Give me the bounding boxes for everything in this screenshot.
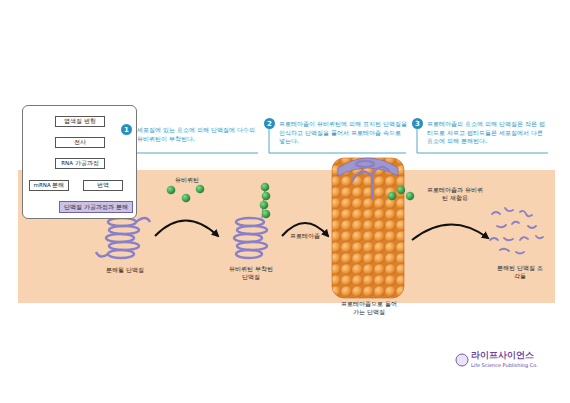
logo-mark [456, 354, 468, 366]
peptide-fragments [490, 208, 543, 254]
process-arrow [155, 221, 218, 237]
process-box: RNA 가공과정 [55, 158, 105, 169]
node-text: mRNA 분해 [34, 182, 65, 188]
part-label: 라이프사이언스 [471, 350, 551, 361]
part-label: 분해된 단백질 조각들 [496, 264, 544, 279]
protein-coil [234, 218, 267, 258]
callout-number: 3 [412, 118, 423, 129]
callout-text: 프로테아좀의 효소에 의해 단백질은 작은 펩티드로 자르고 펩티드들은 세포질… [427, 120, 549, 146]
protein-entering [352, 161, 390, 200]
process-box: 전사 [55, 137, 105, 148]
callout-number: 2 [264, 118, 275, 129]
frame-box: 염색질 변형전사 RNA 가공과정 mRNA 분해 번역단백질 가공과정과 분해 [22, 105, 137, 219]
ubiquitin-free [167, 185, 205, 203]
part-label: 분해될 단백질 [95, 266, 155, 274]
process-box: mRNA 분해 [29, 180, 69, 191]
part-label: 유비퀴틴 [162, 176, 212, 184]
callout-text: 세포질에 있는 효소에 의해 단백질에 다수의 유비퀴틴이 부착된다. [137, 126, 257, 143]
node-text: 번역 [97, 182, 109, 188]
callout-text: 프로테아좀이 유비퀴틴에 의해 표지된 단백질을 인식하고 단백질을 풀어서 프… [279, 120, 407, 146]
ubiquitin-attached [260, 183, 271, 219]
node-text: 전사 [74, 139, 86, 145]
part-label: 유비퀴틴 부착된 단백질 [228, 265, 274, 280]
node-text: 염색질 변형 [64, 118, 96, 124]
part-label: 프로테아좀과 유비퀴틴 재활용 [425, 186, 485, 201]
part-label: 프로테아좀 [285, 232, 325, 240]
process-arrow [412, 224, 488, 240]
ubiquitin-on-proteasome [388, 186, 414, 200]
proteasome [332, 158, 404, 298]
highlight-box: 단백질 가공과정과 분해 [59, 201, 133, 213]
background-band [18, 170, 555, 303]
node-text: 단백질 가공과정과 분해 [64, 204, 128, 210]
part-label: Life Science Publishing Co. [471, 362, 561, 368]
node-text: RNA 가공과정 [61, 160, 98, 166]
callout-number: 1 [121, 124, 132, 135]
process-box: 염색질 변형 [55, 116, 105, 127]
part-label: 프로테아좀으로 들어가는 단백질 [340, 300, 398, 315]
protein-coil [96, 218, 150, 258]
process-box: 번역 [83, 180, 123, 191]
